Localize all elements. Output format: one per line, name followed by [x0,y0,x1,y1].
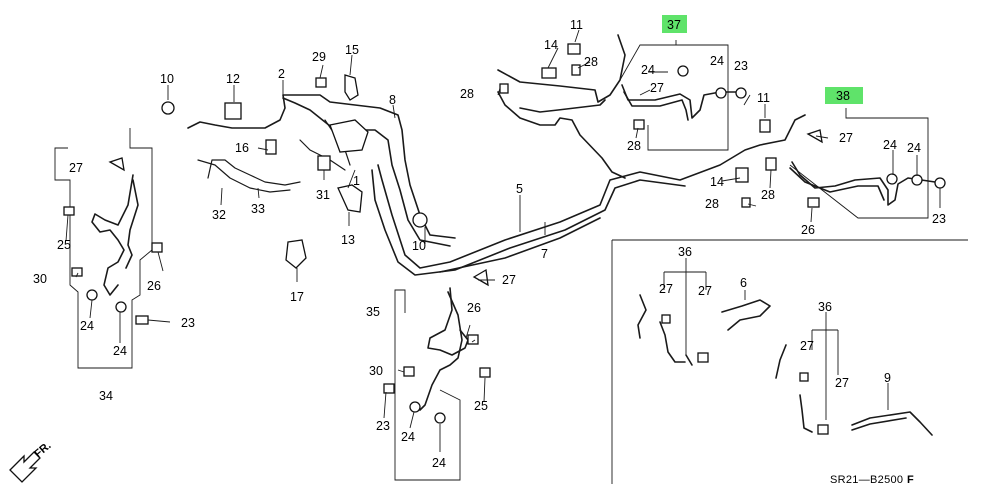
callout-8: 8 [389,93,396,107]
callout-17: 17 [290,290,304,304]
callout-10b: 10 [412,239,426,253]
callout-28d: 28 [761,188,775,202]
callout-11a: 11 [570,18,583,32]
callout-15: 15 [345,43,359,57]
leader-lines [65,29,941,452]
highlight-37 [662,15,687,33]
callout-27b: 27 [502,273,516,287]
revision-mark: F [907,474,914,486]
callout-14b: 14 [710,175,724,189]
callout-24b: 24 [113,344,127,358]
part-38-group [789,108,946,219]
callout-38: 38 [836,89,850,103]
callout-13: 13 [341,233,355,247]
callout-26b: 26 [467,301,481,315]
left-front-hose-assembly [54,128,163,369]
callout-27f: 27 [698,284,712,298]
callout-numbers: 1 2 5 6 7 8 9 10 10 11 11 12 13 14 14 15… [33,18,946,470]
callout-27d: 27 [839,131,853,145]
callout-23d: 23 [932,212,946,226]
callout-23c: 23 [734,59,748,73]
callout-29: 29 [312,50,326,64]
callout-33: 33 [251,202,265,216]
callout-37: 37 [667,18,681,32]
callout-24d: 24 [432,456,446,470]
callout-24e: 24 [641,63,655,77]
callout-30a: 30 [33,272,47,286]
callout-35: 35 [366,305,380,319]
callout-28a: 28 [460,87,474,101]
center-rear-hose-assembly [383,287,491,481]
callout-24a: 24 [80,319,94,333]
callout-9: 9 [884,371,891,385]
callout-5: 5 [516,182,523,196]
callout-23a: 23 [181,316,195,330]
front-direction-arrow: FR. [9,440,54,483]
callout-16: 16 [235,141,249,155]
callout-36b: 36 [818,300,832,314]
callout-24h: 24 [907,141,921,155]
callout-27h: 27 [835,376,849,390]
callout-1: 1 [353,174,360,188]
callout-24c: 24 [401,430,415,444]
callout-36a: 36 [678,245,692,259]
callout-10a: 10 [160,72,174,86]
callout-6: 6 [740,276,747,290]
callout-31: 31 [316,188,330,202]
small-components [108,43,823,287]
callout-34: 34 [99,389,113,403]
arrow-front-icon [9,451,41,483]
callout-24f: 24 [710,54,724,68]
part-37-group [619,40,747,151]
main-pipe-bundle [187,34,806,276]
callout-30b: 30 [369,364,383,378]
callout-28e: 28 [705,197,719,211]
callout-2: 2 [278,67,285,81]
callout-27c: 27 [650,81,664,95]
inset-panel [611,239,968,484]
callout-27e: 27 [659,282,673,296]
callout-27g: 27 [800,339,814,353]
callout-28c: 28 [627,139,641,153]
callout-28b: 28 [584,55,598,69]
callout-23b: 23 [376,419,390,433]
callout-12: 12 [226,72,240,86]
callout-27a: 27 [69,161,83,175]
diagram-code: SR21—B2500 [830,474,903,486]
callout-7: 7 [541,247,548,261]
callout-25b: 25 [474,399,488,413]
callout-14a: 14 [544,38,558,52]
callout-26a: 26 [147,279,161,293]
callout-32: 32 [212,208,226,222]
callout-26c: 26 [801,223,815,237]
callout-25a: 25 [57,238,71,252]
callout-11b: 11 [757,91,770,105]
highlight-38 [825,87,863,104]
callout-24g: 24 [883,138,897,152]
